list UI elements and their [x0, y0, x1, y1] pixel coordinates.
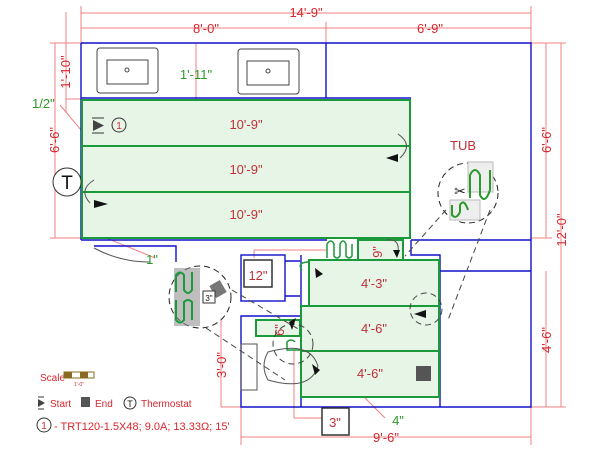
- box-12-label: 12": [248, 268, 267, 283]
- run-length: 4'-3": [361, 276, 387, 291]
- turn-arrow: [397, 133, 407, 159]
- heating-run: [308, 259, 440, 307]
- legend-start: Start: [50, 399, 71, 410]
- run-length: 10'-9": [229, 162, 263, 177]
- run-length: 4'-6": [361, 321, 387, 336]
- legend: Scale 1'-0" Start End T Thermostat 1 - T…: [36, 371, 230, 433]
- dim-gap-4: 4": [392, 413, 404, 428]
- heating-run: [81, 99, 411, 147]
- dim-vanity-depth: 1'-10": [58, 55, 73, 89]
- sink-left: [96, 47, 159, 94]
- thermostat-icon: [52, 167, 82, 197]
- dim-right-width: 6'-9": [417, 21, 443, 36]
- box-3-label: 3": [329, 415, 341, 430]
- dim-overall-width: 14'-9": [289, 5, 323, 20]
- box-12: [243, 259, 273, 288]
- circuit-marker: [111, 117, 127, 133]
- sink-right: [237, 48, 300, 95]
- dim-lower-left-height: 3'-0": [214, 352, 229, 378]
- heating-run: [81, 191, 411, 239]
- legend-thermostat-symbol: T: [127, 399, 133, 409]
- dim-right-height: 6'-6": [539, 127, 554, 153]
- legend-scale-label: Scale: [40, 373, 65, 384]
- legend-end-icon: [81, 397, 90, 407]
- dim-total-height: 12'-0": [554, 213, 569, 247]
- legend-thermostat-icon: [123, 396, 137, 410]
- detail-thermostat-sensor: 3": [168, 265, 232, 329]
- dim-bottom-width: 9'-6": [373, 430, 399, 445]
- dim-offset-half: 1/2": [32, 96, 55, 111]
- run-length: 10'-9": [229, 207, 263, 222]
- heating-run: [81, 145, 411, 193]
- detail-3-label: 3": [205, 294, 212, 303]
- dim-left-height: 6'-6": [47, 127, 62, 153]
- heated-zone-lower: [300, 259, 440, 398]
- heating-run: [300, 350, 440, 398]
- legend-thermostat: Thermostat: [141, 399, 192, 410]
- run-length: 10'-9": [229, 117, 263, 132]
- legend-scale-value: 1'-0": [74, 382, 84, 388]
- legend-start-icon: [38, 399, 45, 407]
- circuit-number: 1: [116, 121, 122, 132]
- legend-circuit-icon: [36, 417, 52, 433]
- detail-cut-cable: ✂: [437, 161, 499, 224]
- legend-circuit-desc: - TRT120-1.5X48; 9.0A; 13.33Ω; 15': [54, 421, 230, 433]
- legend-circuit-number: 1: [41, 421, 47, 432]
- thermostat-symbol: T: [61, 173, 73, 194]
- dim-gap-9: 9": [370, 246, 385, 258]
- start-icon: [92, 117, 104, 134]
- turn-detail-circle: [409, 292, 443, 326]
- detail-leader: [205, 289, 301, 381]
- toilet-tank: [240, 343, 258, 391]
- run-length: 4'-6": [357, 366, 383, 381]
- tub-label: TUB: [450, 138, 476, 153]
- box-3: [321, 407, 350, 436]
- scissors-icon: ✂: [454, 183, 466, 199]
- dim-left-width: 8'-0": [193, 21, 219, 36]
- dim-vanity-gap: 1'-11": [180, 67, 213, 82]
- heated-zone-main: [81, 99, 411, 239]
- dim-lower-right-height: 4'-6": [539, 327, 554, 353]
- legend-end: End: [95, 399, 113, 410]
- dim-door-gap: 1": [146, 252, 158, 267]
- end-marker: [416, 366, 431, 381]
- toilet-bowl: [263, 347, 319, 385]
- detail-leader: [404, 209, 491, 321]
